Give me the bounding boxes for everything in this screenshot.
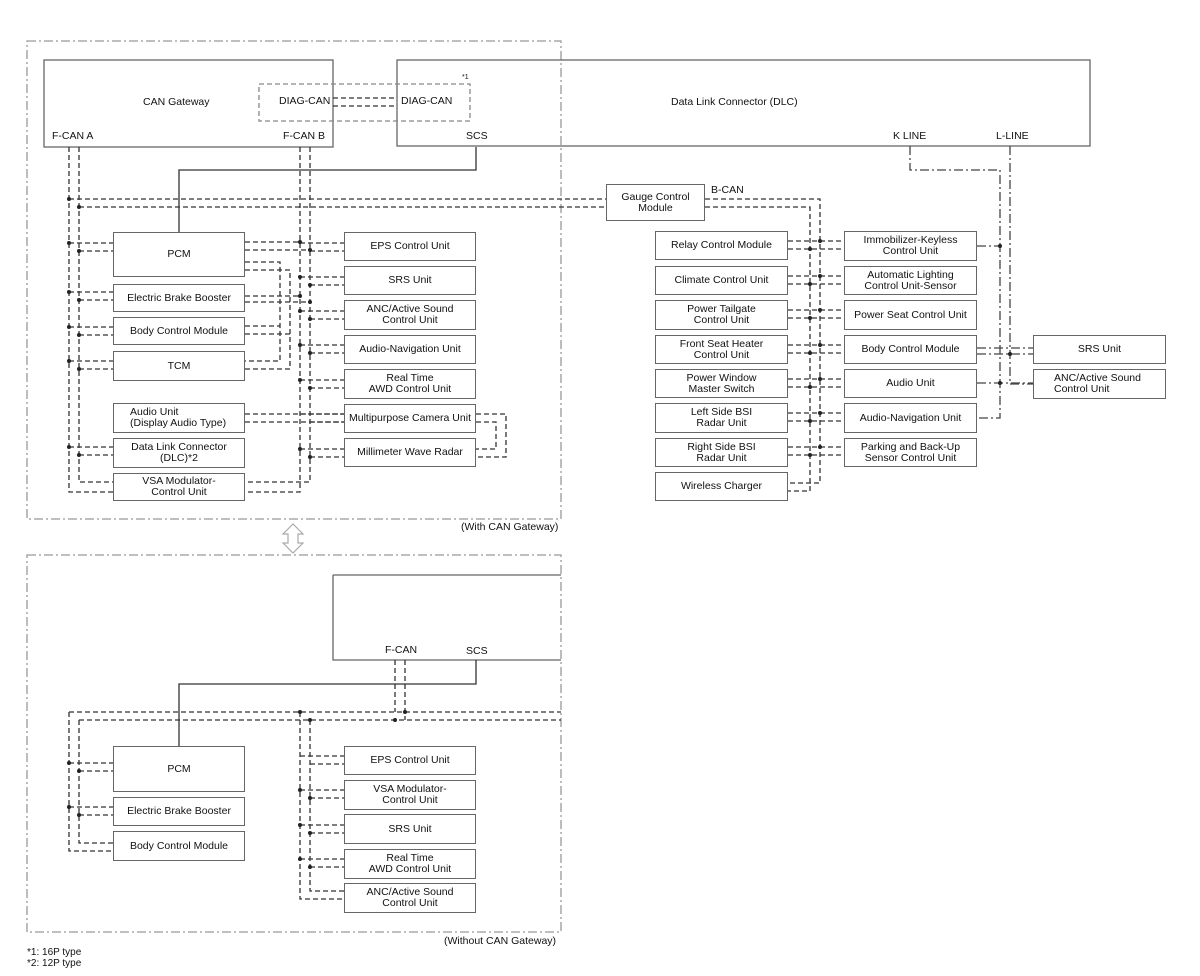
fcan-b-label: F-CAN B — [283, 130, 325, 142]
dlc-box-bottom — [332, 574, 561, 661]
footnote-1: *1: 16P type — [27, 947, 82, 958]
climate-control-unit-box: Climate Control Unit — [655, 266, 788, 295]
dlc-title: Data Link Connector (DLC) — [671, 96, 798, 108]
audio-unit-box: Audio Unit — [844, 369, 977, 398]
can-gateway-title: CAN Gateway — [143, 96, 210, 108]
footnote-2: *2: 12P type — [27, 958, 82, 969]
immobilizer-keyless-box: Immobilizer-Keyless Control Unit — [844, 231, 977, 261]
can-gateway-box — [43, 59, 334, 148]
without-gateway-region — [26, 554, 562, 933]
with-gateway-caption: (With CAN Gateway) — [461, 521, 559, 533]
bottom-srs-unit-box: SRS Unit — [344, 814, 476, 844]
power-seat-control-box: Power Seat Control Unit — [844, 300, 977, 330]
bottom-electric-brake-booster-box: Electric Brake Booster — [113, 797, 245, 826]
automatic-lighting-box: Automatic Lighting Control Unit-Sensor — [844, 266, 977, 295]
b-can-label: B-CAN — [711, 184, 744, 196]
k-line-anc-active-sound-box: ANC/Active Sound Control Unit — [1033, 369, 1166, 399]
multipurpose-camera-box: Multipurpose Camera Unit — [344, 404, 476, 433]
b-can-body-control-module-box: Body Control Module — [844, 335, 977, 364]
dlc-diag-can-label: DIAG-CAN — [401, 95, 453, 107]
bottom-vsa-modulator-box: VSA Modulator- Control Unit — [344, 780, 476, 810]
bottom-scs-label: SCS — [466, 645, 488, 657]
left-bsi-radar-box: Left Side BSI Radar Unit — [655, 403, 788, 433]
millimeter-wave-radar-box: Millimeter Wave Radar — [344, 438, 476, 467]
power-window-switch-box: Power Window Master Switch — [655, 369, 788, 398]
diag-can-dashed-box — [258, 83, 471, 122]
relay-control-module-box: Relay Control Module — [655, 231, 788, 260]
body-control-module-box: Body Control Module — [113, 317, 245, 345]
k-line-srs-unit-box: SRS Unit — [1033, 335, 1166, 364]
bottom-awd-control-unit-box: Real Time AWD Control Unit — [344, 849, 476, 879]
bottom-anc-active-sound-box: ANC/Active Sound Control Unit — [344, 883, 476, 913]
pcm-box: PCM — [113, 232, 245, 277]
right-bsi-radar-box: Right Side BSI Radar Unit — [655, 438, 788, 467]
scs-label: SCS — [466, 130, 488, 142]
srs-unit-box: SRS Unit — [344, 266, 476, 295]
audio-navigation-unit-box: Audio-Navigation Unit — [344, 335, 476, 364]
vsa-modulator-box: VSA Modulator- Control Unit — [113, 473, 245, 501]
audio-unit-display-box: Audio Unit (Display Audio Type) — [113, 403, 245, 433]
bottom-fcan-label: F-CAN — [385, 644, 418, 656]
dlc-12p-box: Data Link Connector (DLC)*2 — [113, 438, 245, 468]
bottom-body-control-module-box: Body Control Module — [113, 831, 245, 861]
wireless-charger-box: Wireless Charger — [655, 472, 788, 501]
b-can-audio-navigation-box: Audio-Navigation Unit — [844, 403, 977, 433]
dlc-box — [396, 59, 1091, 147]
bottom-eps-control-unit-box: EPS Control Unit — [344, 746, 476, 775]
without-gateway-caption: (Without CAN Gateway) — [444, 935, 557, 947]
tcm-box: TCM — [113, 351, 245, 381]
gateway-diag-can-label: DIAG-CAN — [279, 95, 331, 107]
fcan-a-label: F-CAN A — [52, 130, 94, 142]
parking-backup-sensor-box: Parking and Back-Up Sensor Control Unit — [844, 438, 977, 467]
l-line-label: L-LINE — [996, 130, 1029, 142]
note-mark-1: *1 — [462, 74, 469, 81]
awd-control-unit-box: Real Time AWD Control Unit — [344, 369, 476, 399]
front-seat-heater-box: Front Seat Heater Control Unit — [655, 335, 788, 364]
anc-active-sound-box: ANC/Active Sound Control Unit — [344, 300, 476, 330]
gauge-control-module: Gauge Control Module — [606, 184, 705, 221]
with-gateway-region — [26, 40, 562, 520]
eps-control-unit-box: EPS Control Unit — [344, 232, 476, 261]
electric-brake-booster-box: Electric Brake Booster — [113, 284, 245, 312]
bottom-pcm-box: PCM — [113, 746, 245, 792]
power-tailgate-box: Power Tailgate Control Unit — [655, 300, 788, 330]
switch-arrow — [281, 523, 305, 554]
k-line-label: K LINE — [893, 130, 927, 142]
